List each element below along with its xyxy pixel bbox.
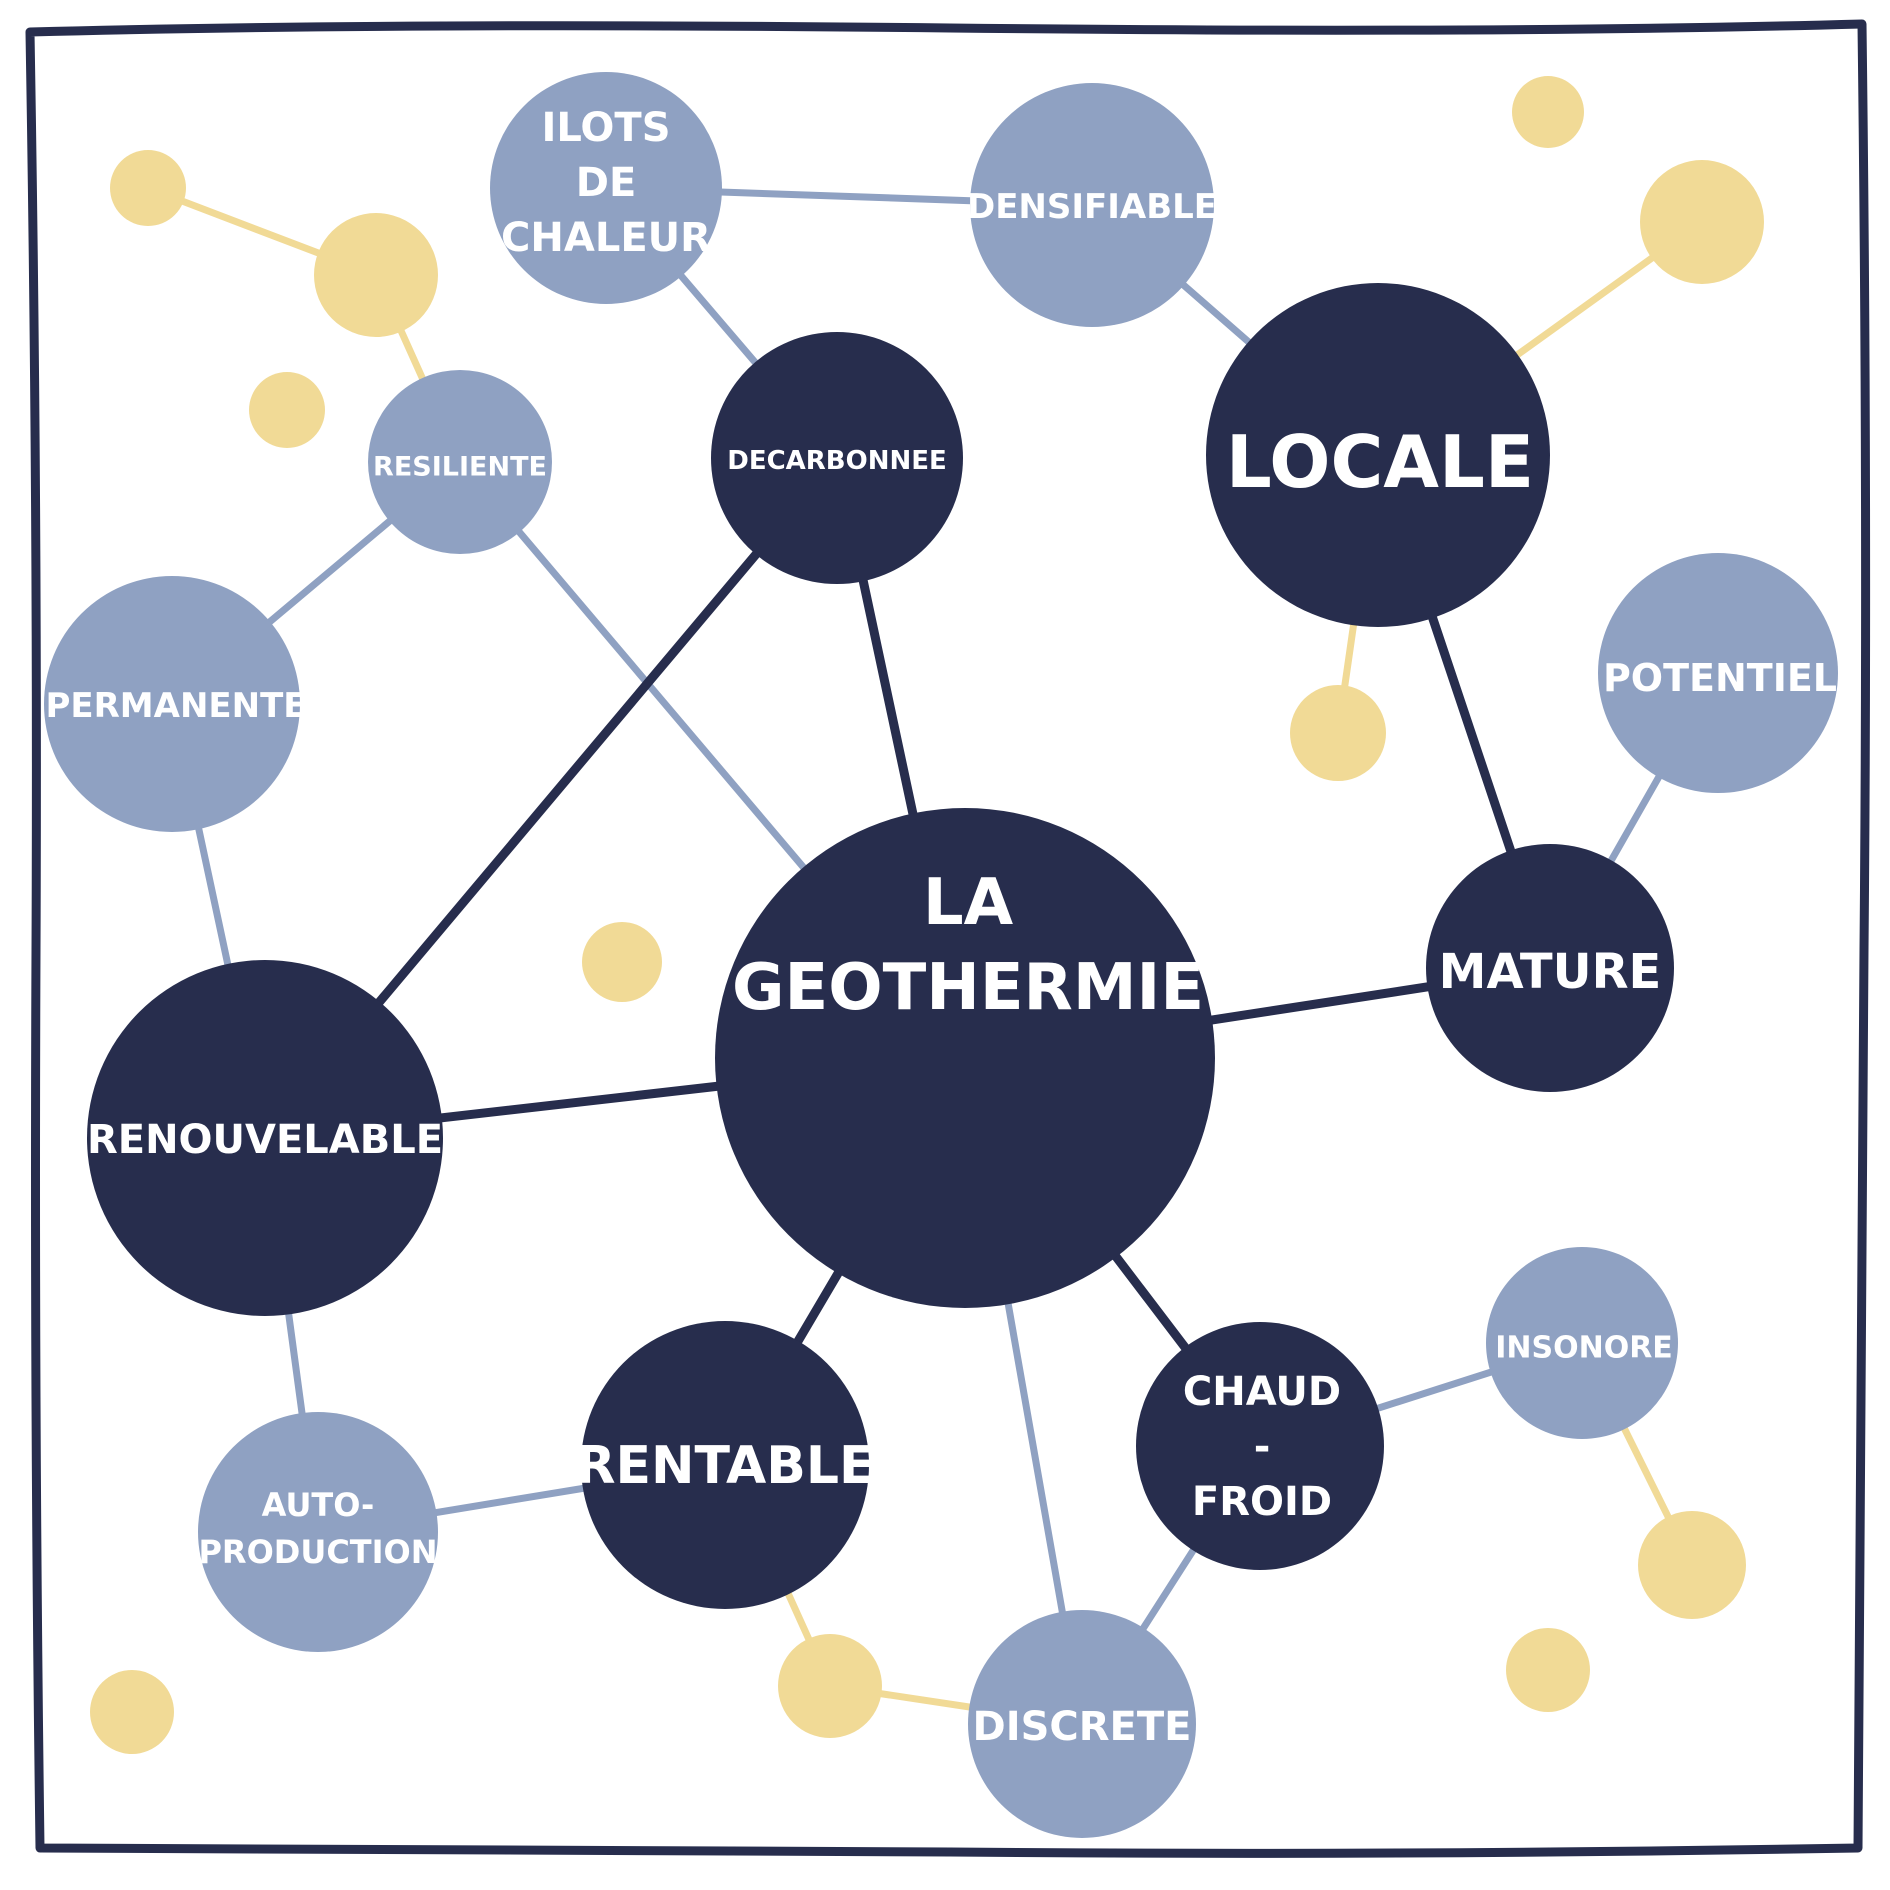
node-rentable: RENTABLE	[575, 1321, 875, 1609]
node-label: RENOUVELABLE	[87, 1117, 443, 1163]
node-label: INSONORE	[1495, 1331, 1673, 1366]
node-label: CHALEUR	[501, 215, 711, 261]
node-resiliente: RESILIENTE	[368, 370, 552, 554]
node-label: ILOTS	[541, 105, 670, 151]
node-label: CHAUD	[1183, 1369, 1341, 1415]
node-label: AUTO-	[262, 1486, 375, 1524]
node-ilots-de-chaleur: ILOTS DE CHALEUR	[490, 72, 722, 304]
yellow-dot	[110, 150, 186, 226]
node-locale: LOCALE	[1206, 283, 1550, 627]
node-la-geothermie: LA GEOTHERMIE	[715, 808, 1215, 1308]
node-label: PRODUCTION	[198, 1533, 437, 1571]
node-densifiable: DENSIFIABLE	[967, 83, 1217, 327]
node-label: MATURE	[1439, 944, 1662, 1000]
node-label: DISCRETE	[973, 1704, 1192, 1750]
yellow-dot	[314, 213, 438, 337]
node-decarbonnee: DECARBONNEE	[711, 332, 963, 584]
yellow-dot	[778, 1634, 882, 1738]
yellow-dot	[1506, 1628, 1590, 1712]
node-label: LOCALE	[1226, 420, 1534, 504]
node-chaud-froid: CHAUD - FROID	[1136, 1322, 1384, 1570]
node-label: RESILIENTE	[373, 452, 547, 483]
node-mature: MATURE	[1426, 844, 1674, 1092]
node-permanente: PERMANENTE	[44, 576, 307, 832]
node-label: LA	[923, 866, 1014, 940]
node-potentiel: POTENTIEL	[1598, 553, 1838, 793]
node-label: DE	[576, 160, 637, 206]
yellow-dot	[90, 1670, 174, 1754]
node-renouvelable: RENOUVELABLE	[87, 960, 443, 1316]
node-label: FROID	[1192, 1479, 1332, 1525]
yellow-dot	[1640, 160, 1764, 284]
node-label: POTENTIEL	[1603, 656, 1837, 700]
yellow-dot	[249, 372, 325, 448]
node-label: PERMANENTE	[45, 686, 306, 726]
node-label: DENSIFIABLE	[967, 187, 1217, 227]
node-label: -	[1254, 1424, 1271, 1470]
yellow-dot	[1290, 685, 1386, 781]
node-discrete: DISCRETE	[968, 1610, 1196, 1838]
node-label: DECARBONNEE	[727, 446, 947, 476]
yellow-dots	[90, 76, 1764, 1754]
yellow-dot	[582, 922, 662, 1002]
yellow-dot	[1512, 76, 1584, 148]
node-label: GEOTHERMIE	[732, 951, 1204, 1025]
yellow-dot	[1638, 1511, 1746, 1619]
node-auto-production: AUTO- PRODUCTION	[198, 1412, 438, 1652]
node-label: RENTABLE	[575, 1436, 874, 1496]
node-insonore: INSONORE	[1486, 1247, 1678, 1439]
diagram-frame	[25, 19, 1871, 1858]
